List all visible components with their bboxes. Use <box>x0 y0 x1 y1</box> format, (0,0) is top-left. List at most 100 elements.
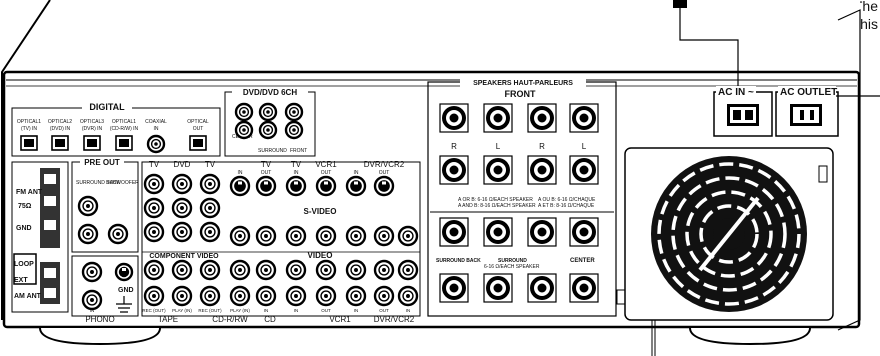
video-header-5: VCR1 <box>315 160 337 169</box>
speaker-note-1: A OR B: 6-16 Ω/EACH SPEAKER <box>458 197 533 203</box>
video-jack-2 <box>285 225 307 247</box>
bottom-jack-top-7 <box>345 259 367 281</box>
surround-label: SURROUND <box>498 258 527 264</box>
callout-marker <box>673 0 687 8</box>
antenna-loop: LOOP <box>14 261 34 268</box>
dvd-front-label: FRONT <box>290 148 307 154</box>
bottom-sub-1: REC (OUT) <box>142 308 166 313</box>
bottom-sub-8: IN <box>354 308 359 313</box>
dvd-jack-5 <box>284 120 304 140</box>
center-label: CENTER <box>570 258 595 264</box>
bottom-jack-top-0 <box>143 259 165 281</box>
bottom-jack-bottom-6 <box>315 285 337 307</box>
bottom-sub-9: OUT <box>379 308 389 313</box>
bottom-jack-bottom-9 <box>397 285 419 307</box>
speaker-letter-2: R <box>539 142 545 151</box>
video-sub-1: OUT <box>261 170 272 176</box>
ground-symbol <box>116 296 132 313</box>
dvd-jack-0 <box>234 102 254 122</box>
component-jack-1-2 <box>171 221 193 243</box>
bottom-sub-2: PLAY (IN) <box>172 308 192 313</box>
pre-out-jack-1 <box>77 223 99 245</box>
speaker-letter-1: L <box>496 142 501 151</box>
svideo-jack-2 <box>285 175 307 197</box>
bottom-sub-7: OUT <box>321 308 331 313</box>
surround-back-label: SURROUND BACK <box>436 258 481 264</box>
antenna-75ohm: 75Ω <box>18 203 32 210</box>
bottom-label-0: PHONO <box>85 315 114 324</box>
phono-jack-top <box>81 261 103 283</box>
video-jack-3 <box>315 225 337 247</box>
component-jack-0-1 <box>143 197 165 219</box>
surround-terminal-bot-3 <box>569 273 599 303</box>
speaker-letter-0: R <box>451 142 457 151</box>
surround-terminal-top-2 <box>527 217 557 247</box>
dvd-6ch-jacks <box>234 102 304 140</box>
component-jack-1-1 <box>171 197 193 219</box>
svideo-title: S-VIDEO <box>304 207 337 216</box>
bottom-jack-bottom-8 <box>373 285 395 307</box>
optical-jack-0 <box>20 135 38 151</box>
digital-label-sub-0: (TV) IN <box>21 126 37 132</box>
bottom-label-5: DVR/VCR2 <box>374 315 415 324</box>
fan-ring-0 <box>699 204 759 264</box>
bottom-sub-4: PLAY (IN) <box>230 308 250 313</box>
video-header-1: DVD <box>174 160 191 169</box>
speaker-letter-3: L <box>582 142 587 151</box>
bottom-label-1: TAPE <box>158 315 178 324</box>
bottom-jack-bottom-5 <box>285 285 307 307</box>
surround-terminal-top-3 <box>569 217 599 247</box>
front-terminal-bot-1 <box>483 155 513 185</box>
bottom-jack-bottom-0 <box>143 285 165 307</box>
video-jacks <box>143 173 419 307</box>
digital-label-0: OPTICAL1 <box>17 119 41 125</box>
video-header-3: TV <box>261 160 272 169</box>
phono-jack-bottom <box>81 289 103 311</box>
speaker-note-4: A ET B: 8-16 Ω/CHAQUE <box>538 203 595 209</box>
surround-note: 6-16 Ω/EACH SPEAKER <box>484 264 540 270</box>
video-area-frame <box>141 161 421 317</box>
bottom-label-4: VCR1 <box>329 315 351 324</box>
antenna-am: AM ANT <box>14 293 42 300</box>
digital-label-sub-4: IN <box>154 126 159 132</box>
bottom-jack-top-9 <box>397 259 419 281</box>
antenna-gnd: GND <box>16 225 32 232</box>
bottom-sub-6: IN <box>294 308 299 313</box>
svideo-jack-4 <box>345 175 367 197</box>
svideo-jack-3 <box>315 175 337 197</box>
video-sub-0: IN <box>238 170 243 176</box>
video-sub-3: OUT <box>321 170 332 176</box>
front-terminal-top-3 <box>569 103 599 133</box>
video-sub-4: IN <box>354 170 359 176</box>
component-jack-2-2 <box>199 221 221 243</box>
digital-title: DIGITAL <box>89 102 125 112</box>
front-terminal-top-2 <box>527 103 557 133</box>
pre-out-surround-back: SURROUND BACK <box>76 180 121 186</box>
bottom-sub-0: IN <box>90 308 95 313</box>
optical-jack-2 <box>83 135 101 151</box>
optical-jack-5 <box>189 135 207 151</box>
bottom-sub-5: IN <box>264 308 269 313</box>
video-header-4: TV <box>291 160 302 169</box>
dvd-6ch-title: DVD/DVD 6CH <box>243 88 297 97</box>
video-jack-5 <box>373 225 395 247</box>
digital-label-4: COAXIAL <box>145 119 167 125</box>
video-header-0: TV <box>149 160 160 169</box>
digital-label-5: OPTICAL <box>187 119 209 125</box>
video-jack-6 <box>397 225 419 247</box>
front-terminal-bot-3 <box>569 155 599 185</box>
foot-right <box>689 327 811 346</box>
video-jack-4 <box>345 225 367 247</box>
optical-jack-3 <box>115 135 133 151</box>
pre-out-subwoofer: SUBWOOFER <box>106 180 139 186</box>
antenna-ext: EXT <box>14 277 28 284</box>
bottom-jack-bottom-7 <box>345 285 367 307</box>
fan-ring-1 <box>685 190 773 278</box>
video-header-2: TV <box>205 160 216 169</box>
callout-line-ac-in <box>679 8 739 92</box>
bottom-jack-bottom-3 <box>229 285 251 307</box>
